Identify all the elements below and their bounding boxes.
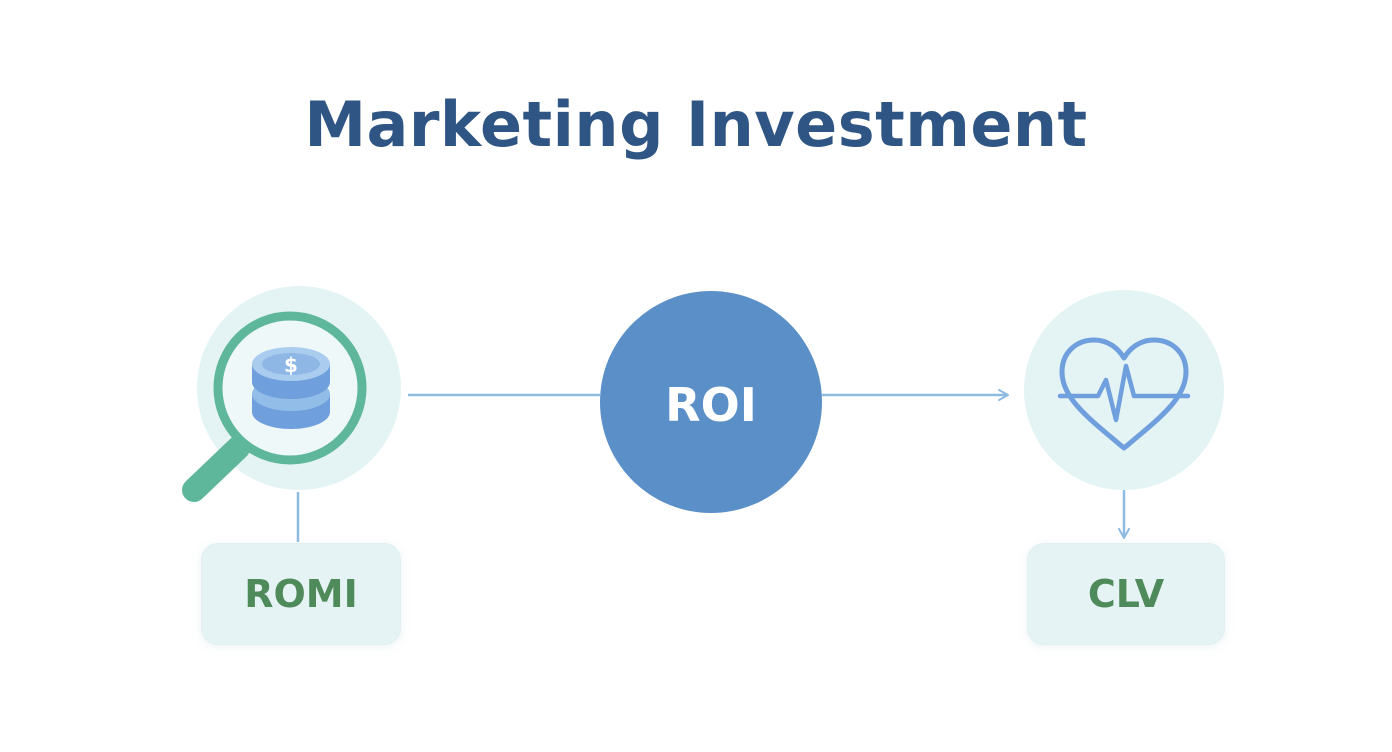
diagram-title: Marketing Investment <box>304 88 1088 161</box>
svg-text:$: $ <box>284 353 298 377</box>
romi-label: ROMI <box>244 572 358 616</box>
heartbeat-icon <box>1057 337 1191 451</box>
right-node <box>1024 290 1224 490</box>
coin-magnifier-icon: $ <box>182 311 367 502</box>
right-node-background <box>1024 290 1224 490</box>
roi-label: ROI <box>665 378 757 432</box>
romi-box: ROMI <box>202 544 400 644</box>
clv-box: CLV <box>1028 544 1224 644</box>
clv-label: CLV <box>1087 572 1165 616</box>
left-node: $ <box>182 286 401 502</box>
roi-circle <box>600 291 822 513</box>
